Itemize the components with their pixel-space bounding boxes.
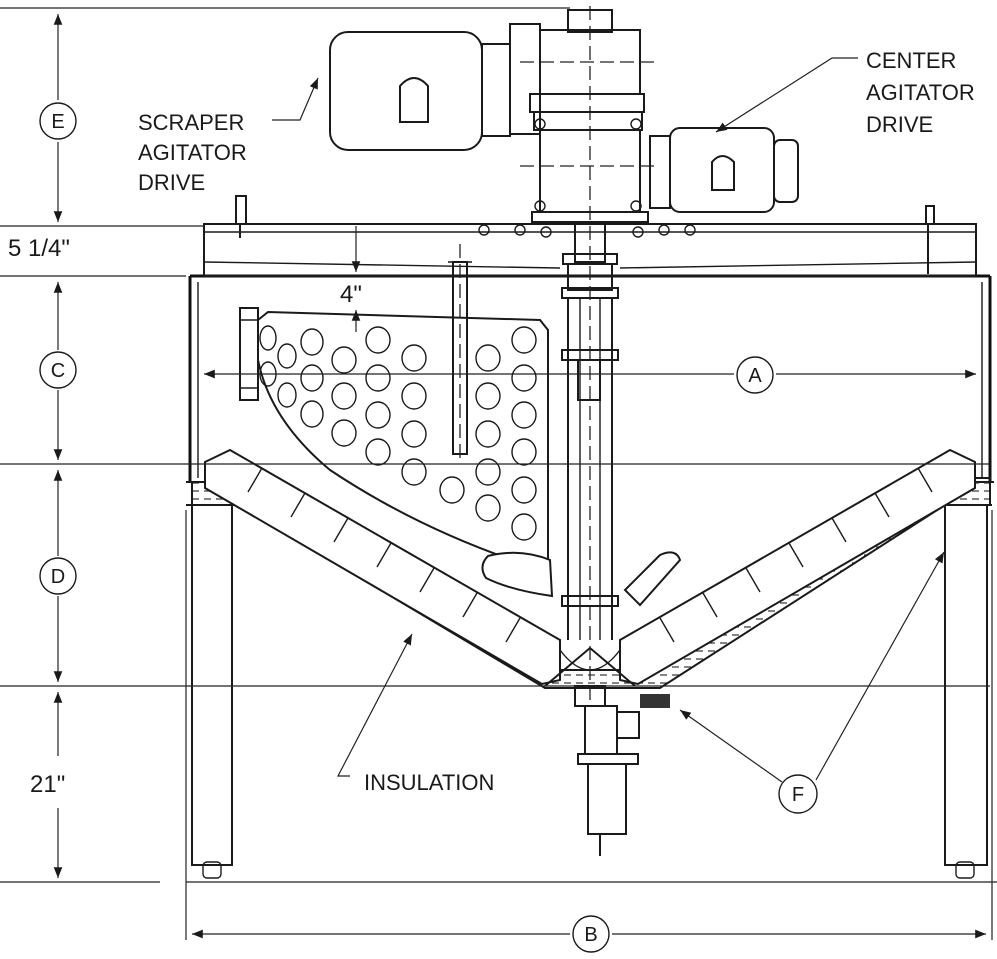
- svg-text:D: D: [51, 566, 65, 588]
- callout-a: A: [736, 356, 774, 394]
- lid-thickness-dim: 5 1/4": [8, 235, 70, 262]
- scraper-label-line3: DRIVE: [138, 170, 205, 195]
- svg-text:E: E: [51, 111, 64, 133]
- perforations: [259, 325, 537, 541]
- scraper-label-line2: AGITATOR: [138, 140, 247, 165]
- center-label-line1: CENTER: [866, 48, 956, 73]
- svg-text:A: A: [748, 365, 762, 387]
- callout-e: E: [39, 102, 77, 140]
- vertical-dimensions: [0, 7, 997, 883]
- insulation-label: INSULATION: [364, 770, 494, 795]
- center-paddle: [239, 307, 682, 607]
- horizontal-dimensions: [185, 369, 993, 940]
- callout-f: F: [778, 774, 818, 814]
- leg-height-dim: 21": [30, 771, 65, 798]
- scraper-blades-right: [659, 467, 933, 643]
- center-drive-label: CENTER AGITATOR DRIVE: [866, 48, 975, 137]
- outlet-valve: [574, 685, 670, 856]
- center-label-line3: DRIVE: [866, 112, 933, 137]
- cone-bottom: [191, 448, 991, 689]
- svg-text:C: C: [51, 360, 65, 382]
- svg-text:F: F: [792, 784, 804, 806]
- svg-text:B: B: [584, 924, 597, 946]
- callout-b: B: [572, 915, 610, 953]
- center-label-line2: AGITATOR: [866, 80, 975, 105]
- gearbox: [520, 9, 660, 223]
- callout-d: D: [39, 557, 77, 595]
- baffle-rod: [448, 244, 472, 460]
- center-shaft: [561, 6, 619, 700]
- scraper-drive-label: SCRAPER AGITATOR DRIVE: [138, 110, 247, 195]
- center-agitator-motor: [649, 127, 799, 213]
- scraper-offset-dim: 4": [340, 281, 362, 308]
- leader-lines: [272, 57, 945, 783]
- callout-c: C: [39, 351, 77, 389]
- scraper-agitator-motor: [329, 23, 541, 151]
- scraper-blades-left: [247, 467, 521, 643]
- scraper-label-line1: SCRAPER: [138, 110, 244, 135]
